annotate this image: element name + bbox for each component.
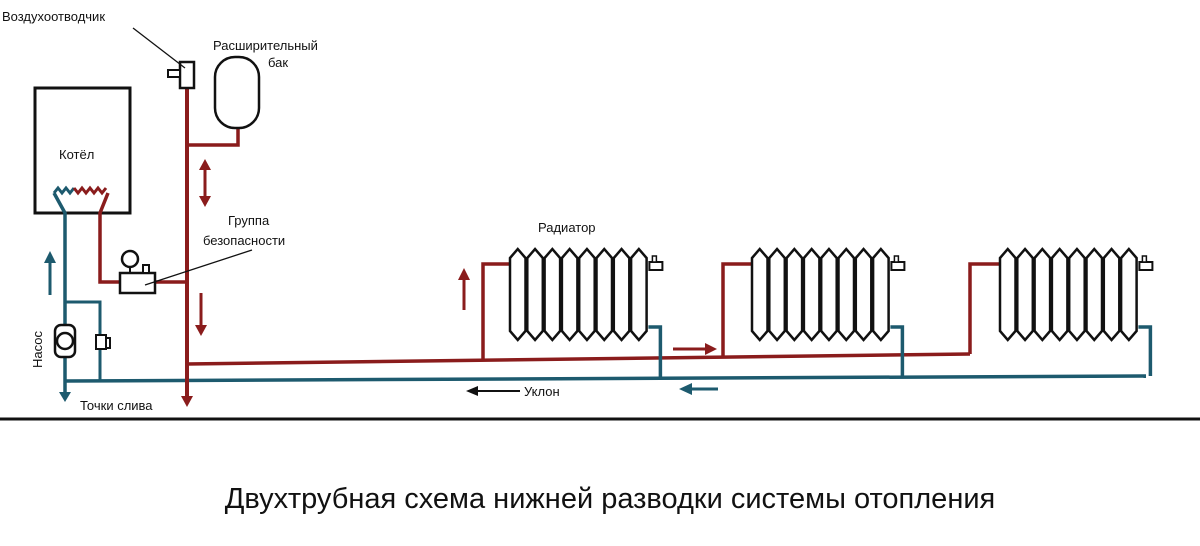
radiator-fin	[785, 247, 804, 342]
valve	[95, 334, 111, 350]
boiler-label: Котёл	[59, 147, 94, 162]
radiator-valve	[1138, 261, 1154, 271]
radiator-fin	[854, 247, 873, 342]
safety-label-1: Группа	[228, 213, 270, 228]
radiator-fin	[543, 247, 562, 342]
safety-group	[118, 249, 253, 295]
pump-label: Насос	[30, 331, 45, 368]
tank-label-2: бак	[268, 55, 288, 70]
radiator-fin	[998, 247, 1017, 342]
radiator-fin	[1050, 247, 1069, 342]
radiator-fin	[1016, 247, 1035, 342]
radiator-return-pipe	[890, 325, 905, 378]
left-arrow-return-icon	[679, 383, 718, 395]
radiator-fin	[526, 247, 545, 342]
radiator-fin	[595, 247, 614, 342]
radiator-fin	[508, 247, 527, 342]
radiator-fin	[629, 247, 648, 342]
radiator-1	[481, 247, 664, 380]
boiler	[33, 86, 132, 215]
radiator-return-pipe	[648, 325, 663, 380]
radiator-supply-pipe	[968, 262, 1000, 354]
radiator-fin	[819, 247, 838, 342]
caption: Двухтрубная схема нижней разводки систем…	[225, 483, 995, 515]
supply-main-pipe	[186, 352, 971, 366]
safety-label-2: безопасности	[203, 233, 285, 248]
radiator-air-valve	[1141, 255, 1148, 263]
right-arrow-supply-icon	[673, 343, 717, 355]
radiator-fin	[768, 247, 787, 342]
double-arrow-icon	[199, 159, 211, 207]
down-arrow-icon	[195, 293, 207, 336]
tank-pipe	[187, 128, 240, 147]
boiler-coil-supply	[72, 185, 108, 196]
drain-arrow-supply	[181, 396, 193, 407]
radiator-label: Радиатор	[538, 220, 596, 235]
radiator-fin	[837, 247, 856, 342]
supply-pipe-boiler	[98, 192, 120, 284]
up-arrow-supply-icon	[458, 268, 470, 310]
expansion-tank	[213, 55, 261, 130]
radiator-fin	[1067, 247, 1086, 342]
radiator-air-valve	[651, 255, 658, 263]
slope-label: Уклон	[524, 384, 560, 399]
air-vent	[132, 27, 196, 90]
radiator-3	[968, 247, 1154, 376]
up-arrow-return-icon	[44, 251, 56, 295]
pump	[53, 323, 77, 359]
slope-arrow-icon	[466, 386, 520, 396]
radiator-valve	[648, 261, 664, 271]
return-bypass-pipe	[65, 300, 102, 381]
radiator-fin	[1033, 247, 1052, 342]
boiler-coil-return	[52, 185, 76, 196]
radiator-valve	[890, 261, 906, 271]
drain-arrow-return	[59, 392, 71, 402]
radiator-fin	[871, 247, 890, 342]
radiator-fin	[560, 247, 579, 342]
radiator-fin	[1102, 247, 1121, 342]
radiator-fin	[802, 247, 821, 342]
radiator-fin	[1119, 247, 1138, 342]
radiator-fin	[612, 247, 631, 342]
radiator-fin	[750, 247, 769, 342]
air-vent-label: Воздухоотводчик	[2, 9, 105, 24]
tank-label-1: Расширительный	[213, 38, 318, 53]
radiator-2	[721, 247, 906, 378]
radiator-supply-pipe	[481, 262, 510, 360]
radiator-supply-pipe	[721, 262, 752, 357]
drain-label: Точки слива	[80, 398, 153, 413]
radiator-fin	[577, 247, 596, 342]
return-main-pipe	[64, 374, 1147, 383]
return-pipe-boiler	[52, 192, 67, 395]
radiator-air-valve	[893, 255, 900, 263]
radiator-fin	[1085, 247, 1104, 342]
radiator-return-pipe	[1138, 325, 1153, 376]
